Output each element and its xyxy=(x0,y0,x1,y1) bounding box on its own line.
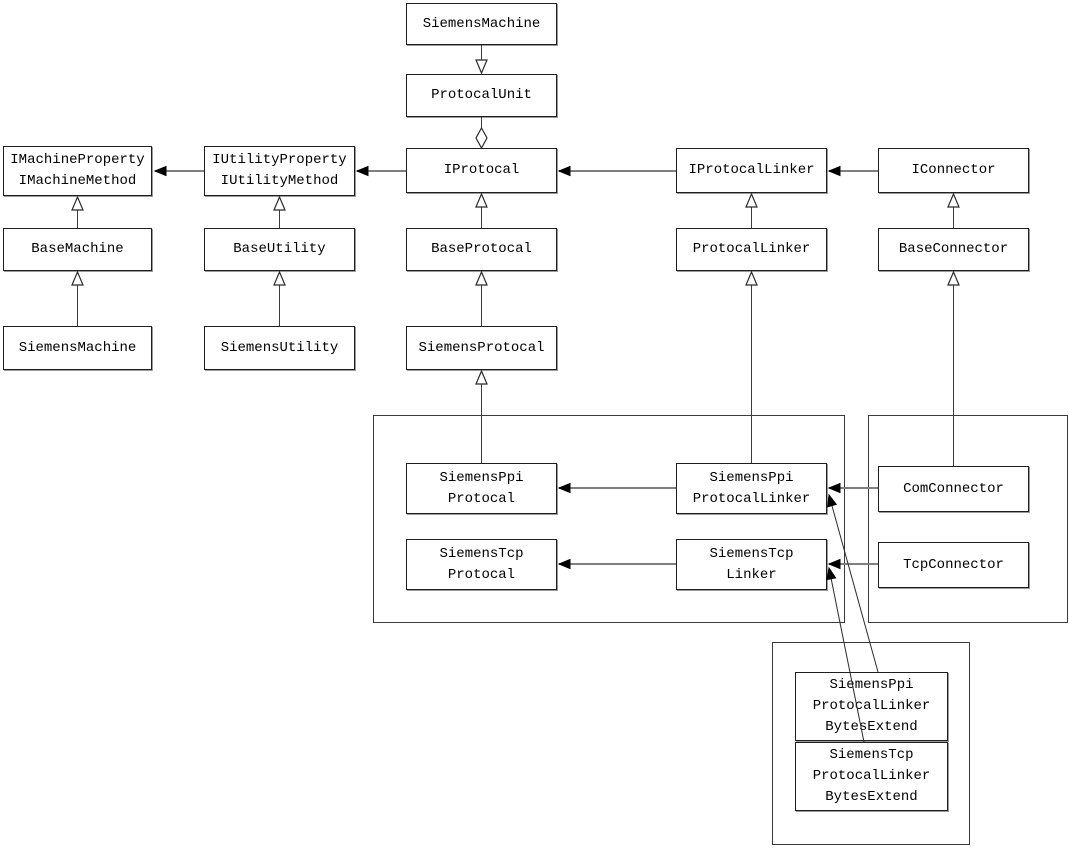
group-box-protocal-implementations xyxy=(373,415,845,623)
class-box-protocal-linker[interactable]: ProtocalLinker xyxy=(676,228,827,271)
class-box-siemens-protocal[interactable]: SiemensProtocal xyxy=(406,326,557,370)
class-box-iconnector[interactable]: IConnector xyxy=(878,148,1029,193)
class-box-siemens-machine-top[interactable]: SiemensMachine xyxy=(406,3,557,45)
class-box-imachine-property-method[interactable]: IMachineProperty IMachineMethod xyxy=(3,146,152,196)
class-box-iprotocal-linker[interactable]: IProtocalLinker xyxy=(676,148,827,193)
class-box-base-protocal[interactable]: BaseProtocal xyxy=(406,228,557,271)
class-box-siemens-ppi-protocal-linker[interactable]: SiemensPpi ProtocalLinker xyxy=(676,463,827,514)
class-box-tcp-connector[interactable]: TcpConnector xyxy=(878,542,1029,588)
group-box-connectors xyxy=(868,415,1068,623)
class-box-siemens-ppi-protocal-linker-bytes-extend[interactable]: SiemensPpi ProtocalLinker BytesExtend xyxy=(795,672,948,741)
class-box-com-connector[interactable]: ComConnector xyxy=(878,466,1029,512)
class-box-protocal-unit[interactable]: ProtocalUnit xyxy=(406,74,557,117)
class-box-siemens-tcp-protocal-linker-bytes-extend[interactable]: SiemensTcp ProtocalLinker BytesExtend xyxy=(795,742,948,811)
class-box-siemens-machine-bottom[interactable]: SiemensMachine xyxy=(3,326,152,370)
class-box-base-connector[interactable]: BaseConnector xyxy=(878,228,1029,271)
class-box-siemens-tcp-linker[interactable]: SiemensTcp Linker xyxy=(676,539,827,590)
class-box-iprotocal[interactable]: IProtocal xyxy=(406,148,557,193)
class-box-base-utility[interactable]: BaseUtility xyxy=(204,228,355,271)
class-box-siemens-ppi-protocal[interactable]: SiemensPpi Protocal xyxy=(406,463,557,514)
class-box-siemens-utility[interactable]: SiemensUtility xyxy=(204,326,355,370)
class-box-base-machine[interactable]: BaseMachine xyxy=(3,228,152,271)
class-box-siemens-tcp-protocal[interactable]: SiemensTcp Protocal xyxy=(406,539,557,590)
class-box-iutility-property-method[interactable]: IUtilityProperty IUtilityMethod xyxy=(204,146,355,196)
aggregation-diamond xyxy=(475,126,488,150)
